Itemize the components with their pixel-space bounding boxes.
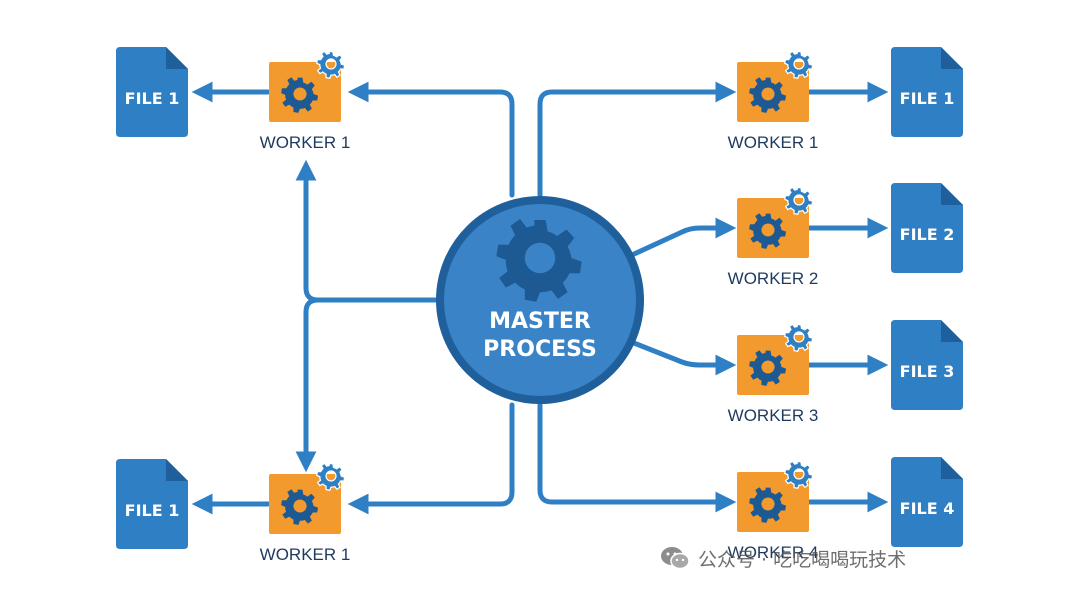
right-worker-1: WORKER 1	[728, 50, 819, 152]
left-file-2: FILE 1	[116, 459, 188, 549]
left-file-1: FILE 1	[116, 47, 188, 137]
connector-master-to-right-worker-4	[537, 402, 737, 513]
wechat-icon	[661, 547, 690, 570]
right-worker-4: WORKER 4	[728, 460, 819, 562]
connector-master-left-branch	[295, 159, 443, 303]
right-file-2: FILE 2	[891, 183, 963, 273]
worker-label: WORKER 1	[260, 133, 351, 152]
file-label: FILE 2	[900, 225, 955, 244]
worker-label: WORKER 1	[260, 545, 351, 564]
connector-master-to-left-worker-2	[347, 402, 515, 515]
connector-master-to-right-worker-2	[629, 217, 737, 258]
file-label: FILE 3	[900, 362, 955, 381]
connector-master-to-right-worker-3	[631, 340, 737, 376]
right-file-1: FILE 1	[891, 47, 963, 137]
connectors	[191, 81, 889, 515]
file-label: FILE 1	[125, 501, 180, 520]
master-label-line2: PROCESS	[483, 337, 597, 362]
file-label: FILE 1	[900, 89, 955, 108]
connector-master-left-branch-down	[295, 297, 443, 473]
left-worker-2: WORKER 1	[260, 462, 351, 564]
right-worker-2: WORKER 2	[728, 186, 819, 288]
worker-label: WORKER 2	[728, 269, 819, 288]
right-file-4: FILE 4	[891, 457, 963, 547]
worker-label: WORKER 1	[728, 133, 819, 152]
connector-master-to-left-worker-1	[347, 81, 515, 198]
right-worker-3: WORKER 3	[728, 323, 819, 425]
master-process-node: MASTER PROCESS	[436, 196, 644, 404]
left-worker-1: WORKER 1	[260, 50, 351, 152]
right-file-3: FILE 3	[891, 320, 963, 410]
file-label: FILE 1	[125, 89, 180, 108]
watermark-text: 公众号 · 吃吃喝喝玩技术	[698, 548, 907, 571]
worker-label: WORKER 3	[728, 406, 819, 425]
worker-label: WORKER 4	[728, 543, 819, 562]
file-label: FILE 4	[900, 499, 955, 518]
watermark: 公众号 · 吃吃喝喝玩技术	[660, 540, 906, 576]
connector-master-to-right-worker-1	[537, 81, 737, 198]
master-label-line1: MASTER	[489, 309, 591, 334]
